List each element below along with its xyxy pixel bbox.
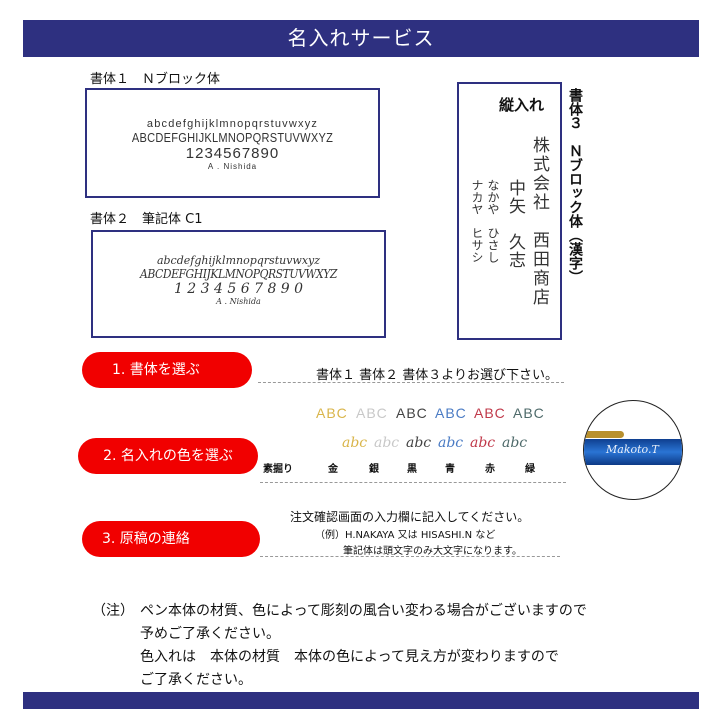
color-name-black: 黒 <box>407 464 417 475</box>
step1-description: 書体１ 書体２ 書体３よりお選び下さい。 <box>315 368 558 383</box>
sample-silver-block: ABC <box>356 405 388 421</box>
font3-name-hiragana: なかや ひさし <box>486 179 500 263</box>
font3-company: 株式会社 西田商店 <box>529 136 549 307</box>
font3-name-katakana: ナカヤ ヒサシ <box>470 179 484 263</box>
font2-label: 書体２ 筆記体 C1 <box>90 212 203 227</box>
font2-uppercase: ABCDEFGHIJKLMNOPQRSTUVWXYZ <box>140 267 337 281</box>
font2-lowercase: abcdefghijklmnopqrstuvwxyz <box>156 254 321 267</box>
header-band: 名入れサービス <box>23 20 699 57</box>
notes-prefix: （注） <box>92 603 134 619</box>
color-name-silver: 銀 <box>369 464 379 475</box>
font3-sample-box: 縦入れ 株式会社 西田商店 中矢 久志 なかや ひさし ナカヤ ヒサシ <box>457 82 562 340</box>
color-name-red: 赤 <box>485 464 495 475</box>
step3-example: （例）H.NAKAYA 又は HISASHI.N など <box>315 530 496 541</box>
font1-label: 書体１ Ｎブロック体 <box>90 72 221 87</box>
sample-green-block: ABC <box>513 405 545 421</box>
sample-green-script: abc <box>502 435 528 451</box>
step2-choose-color: 2. 名入れの色を選ぶ <box>78 438 258 474</box>
color-name-gold: 金 <box>328 464 338 475</box>
footer-band <box>23 692 699 709</box>
sample-gold-script: abc <box>342 435 368 451</box>
pen-clip <box>584 431 624 438</box>
note-line: ご了承ください。 <box>140 672 252 688</box>
pen-engraving-image: Makoto.T <box>583 400 683 500</box>
pen-engraving-text: Makoto.T <box>606 443 659 456</box>
font2-signature: A . Nishida <box>216 297 261 306</box>
color-name-green: 緑 <box>525 464 535 475</box>
sample-blue-script: abc <box>438 435 464 451</box>
note-line: 予めご了承ください。 <box>140 626 280 642</box>
sample-silver-script: abc <box>374 435 400 451</box>
font1-sample-box: abcdefghijklmnopqrstuvwxyz ABCDEFGHIJKLM… <box>85 88 380 198</box>
sample-red-script: abc <box>470 435 496 451</box>
notes-body: ペン本体の材質、色によって彫刻の風合い変わる場合がございますので 予めご了承くだ… <box>140 600 587 692</box>
color-name-plain: 素掘り <box>263 464 293 475</box>
font3-title: 縦入れ <box>499 96 545 114</box>
note-line: 色入れは 本体の材質 本体の色によって見え方が変わりますので <box>140 649 559 665</box>
step2-divider <box>260 482 566 483</box>
step3-description: 注文確認画面の入力欄に記入してください。 <box>290 510 530 524</box>
sample-gold-block: ABC <box>316 405 348 421</box>
color-name-blue: 青 <box>445 464 455 475</box>
sample-red-block: ABC <box>474 405 506 421</box>
font2-sample-box: abcdefghijklmnopqrstuvwxyz ABCDEFGHIJKLM… <box>91 230 386 338</box>
step3-note: 筆記体は頭文字のみ大文字になります。 <box>343 546 522 557</box>
font1-digits: 1234567890 <box>185 145 280 162</box>
font3-name-kanji: 中矢 久志 <box>505 179 525 269</box>
color-samples: ABC ABC ABC ABC ABC ABC abc abc abc abc … <box>260 400 566 484</box>
step1-choose-font: 1. 書体を選ぶ <box>82 352 252 388</box>
step1-divider: 書体１ 書体２ 書体３よりお選び下さい。 <box>258 364 564 383</box>
font3-label: 書体３ Ｎブロック体（漢字） <box>567 88 583 284</box>
font1-lowercase: abcdefghijklmnopqrstuvwxyz <box>146 118 319 130</box>
font2-digits: 1 2 3 4 5 6 7 8 9 0 <box>173 281 304 297</box>
sample-blue-block: ABC <box>435 405 467 421</box>
note-line: ペン本体の材質、色によって彫刻の風合い変わる場合がございますので <box>140 603 587 619</box>
page-title: 名入れサービス <box>287 26 435 50</box>
sample-black-block: ABC <box>396 405 428 421</box>
font1-uppercase: ABCDEFGHIJKLMNOPQRSTUVWXYZ <box>131 130 334 145</box>
font1-signature: A . Nishida <box>207 162 258 171</box>
pen-body <box>584 439 682 465</box>
step3-contact-draft: 3. 原稿の連絡 <box>82 521 260 557</box>
step3-divider: 注文確認画面の入力欄に記入してください。 （例）H.NAKAYA 又は HISA… <box>260 508 560 557</box>
sample-black-script: abc <box>406 435 432 451</box>
